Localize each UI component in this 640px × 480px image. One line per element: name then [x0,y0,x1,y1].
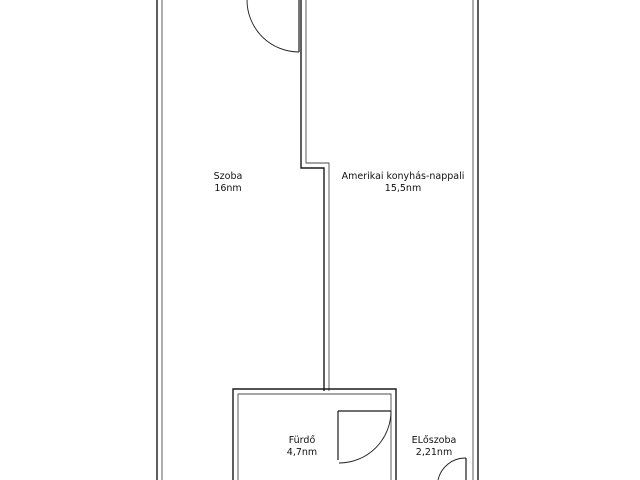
room-furdo: Fürdő 4,7nm [287,435,317,458]
room-area: 15,5nm [385,183,421,194]
room-area: 2,21nm [416,447,452,458]
bathroom-door [337,410,392,464]
room-szoba: Szoba 16nm [214,171,243,194]
partition-wall [300,0,330,391]
room-name: ELőszoba [412,435,457,446]
outer-walls [156,0,479,480]
top-door [246,0,300,53]
entrance-door [437,457,467,480]
room-area: 4,7nm [287,447,317,458]
room-area: 16nm [214,183,241,194]
room-name: Amerikai konyhás-nappali [342,171,465,182]
room-amerikai: Amerikai konyhás-nappali 15,5nm [342,171,465,194]
room-eloszoba: ELőszoba 2,21nm [412,435,457,458]
bathroom-walls [232,388,397,480]
room-name: Szoba [214,171,243,182]
room-name: Fürdő [289,435,316,446]
